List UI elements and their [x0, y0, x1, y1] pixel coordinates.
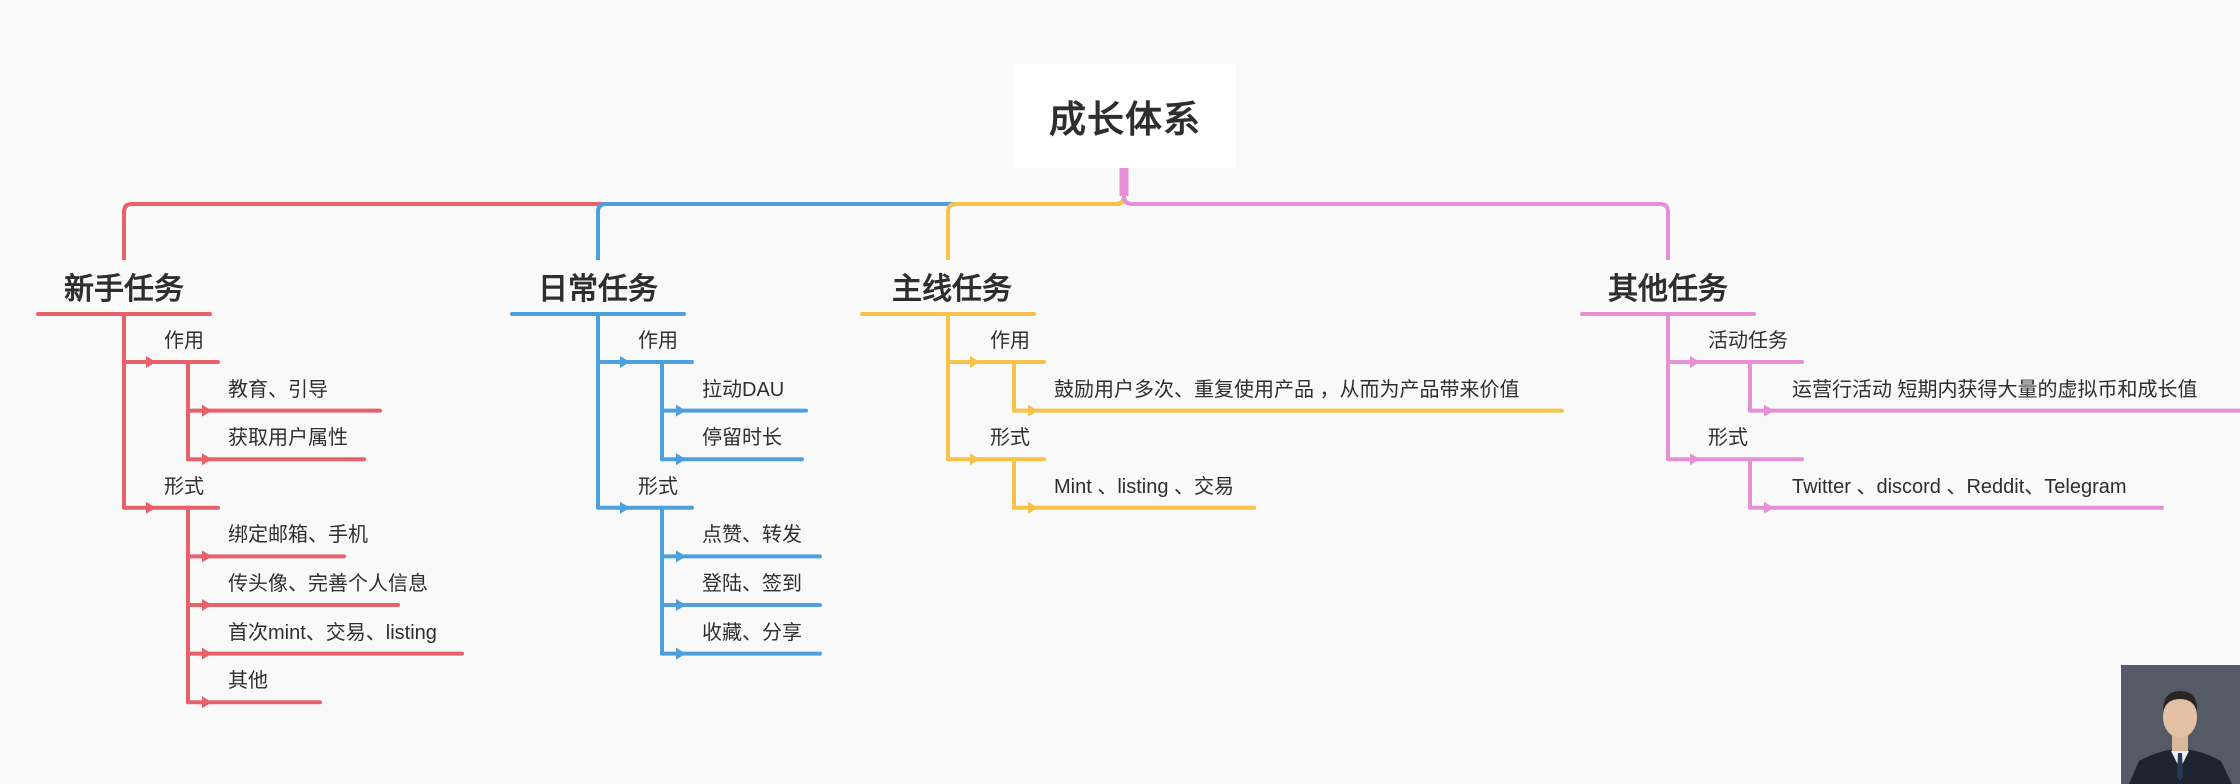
presenter-avatar-icon	[2121, 665, 2240, 784]
item-label-4-2-1[interactable]: Twitter 、discord 、Reddit、Telegram	[1792, 475, 2127, 498]
item-label-2-2-3[interactable]: 收藏、分享	[702, 621, 802, 644]
branch-lines-4	[1580, 312, 2240, 514]
root-connectors	[122, 168, 1670, 260]
group-label-4-1[interactable]: 活动任务	[1708, 330, 1788, 352]
item-label-2-1-1[interactable]: 拉动DAU	[702, 378, 785, 401]
item-label-1-1-1[interactable]: 教育、引导	[228, 378, 328, 401]
item-label-3-1-1[interactable]: 鼓励用户多次、重复使用产品 ，从而为产品带来价值	[1054, 378, 1520, 401]
branch-title-4[interactable]: 其他任务	[1608, 273, 1728, 306]
presenter-avatar-image	[2121, 665, 2240, 784]
item-label-1-1-2[interactable]: 获取用户属性	[228, 427, 348, 450]
root-title: 成长体系	[1049, 99, 1201, 140]
branch-title-2[interactable]: 日常任务	[538, 273, 658, 306]
item-label-2-2-1[interactable]: 点赞、转发	[702, 524, 802, 547]
branch-title-1[interactable]: 新手任务	[64, 273, 184, 306]
group-label-4-2[interactable]: 形式	[1708, 427, 1748, 450]
branch-lines-3	[860, 312, 1564, 514]
group-label-1-1[interactable]: 作用	[164, 330, 204, 352]
branch-title-3[interactable]: 主线任务	[892, 273, 1012, 306]
item-label-4-1-1[interactable]: 运营行活动 短期内获得大量的虚拟币和成长值	[1792, 378, 2198, 401]
item-label-2-2-2[interactable]: 登陆、签到	[702, 573, 802, 595]
item-label-2-1-2[interactable]: 停留时长	[702, 427, 782, 450]
group-label-2-2[interactable]: 形式	[638, 475, 678, 498]
group-label-1-2[interactable]: 形式	[164, 475, 204, 498]
item-label-1-2-2[interactable]: 传头像、完善个人信息	[228, 573, 428, 595]
branch-connectors	[36, 312, 2240, 709]
group-label-3-1[interactable]: 作用	[990, 330, 1030, 352]
item-label-1-2-1[interactable]: 绑定邮箱、手机	[228, 524, 368, 547]
group-label-2-1[interactable]: 作用	[638, 330, 678, 352]
root-node[interactable]: 成长体系	[1014, 64, 1236, 168]
item-label-1-2-3[interactable]: 首次mint、交易、listing	[228, 621, 437, 644]
group-label-3-2[interactable]: 形式	[990, 427, 1030, 450]
branch-lines-2	[510, 312, 822, 660]
item-label-1-2-4[interactable]: 其他	[228, 670, 268, 693]
item-label-3-2-1[interactable]: Mint 、listing 、交易	[1054, 475, 1235, 498]
branch-lines-1	[36, 312, 464, 709]
